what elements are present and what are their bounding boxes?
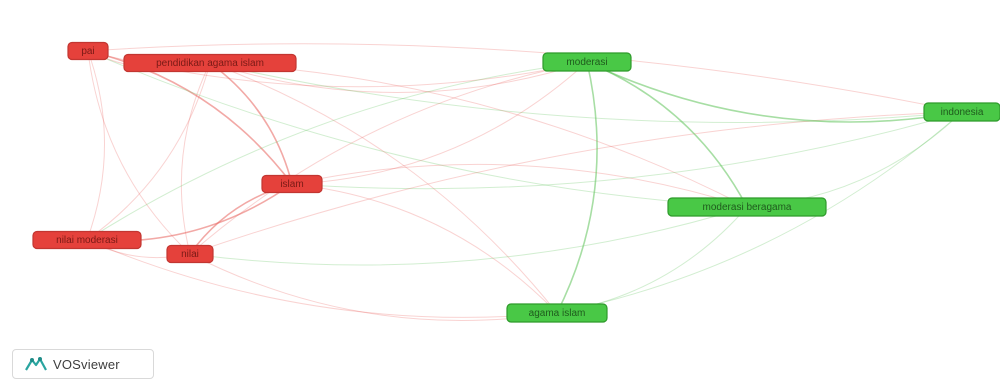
link-pendidikan-agama-islam-nilai-moderasi (86, 62, 211, 241)
link-nilai-moderasi-beragama (189, 206, 748, 266)
link-moderasi-agama-islam (556, 61, 598, 314)
link-nilai-moderasi-agama-islam (86, 239, 558, 318)
node-label: moderasi (566, 57, 607, 68)
link-agama-islam-indonesia (556, 111, 963, 314)
link-moderasi-indonesia (586, 61, 963, 123)
node-label: indonesia (941, 107, 984, 118)
node-box[interactable] (32, 230, 142, 250)
link-pai-islam (87, 50, 293, 185)
link-pai-indonesia (87, 43, 963, 113)
link-pai-nilai (87, 50, 191, 255)
node-box[interactable] (506, 303, 608, 323)
link-islam-agama-islam (291, 183, 558, 314)
node-label: moderasi beragama (703, 202, 792, 213)
node-indonesia[interactable]: indonesia (923, 102, 1000, 122)
node-moderasi-beragama[interactable]: moderasi beragama (667, 197, 827, 217)
node-nilai[interactable]: nilai (166, 244, 214, 264)
node-label: pendidikan agama islam (156, 58, 264, 69)
node-pai[interactable]: pai (67, 41, 109, 61)
node-box[interactable] (923, 102, 1000, 122)
node-islam[interactable]: islam (261, 174, 323, 194)
node-layer: pai pendidikan agama islam islam nilai mode… (32, 41, 1000, 323)
node-nilai-moderasi[interactable]: nilai moderasi (32, 230, 142, 250)
node-label: nilai (181, 249, 199, 260)
node-label: pai (81, 46, 94, 57)
link-layer (86, 43, 963, 321)
node-label: islam (280, 179, 303, 190)
vosviewer-logo: VOSviewer (12, 349, 154, 379)
link-pendidikan-agama-islam-agama-islam (209, 62, 558, 314)
link-nilai-agama-islam (189, 253, 558, 321)
link-pendidikan-agama-islam-moderasi (209, 61, 588, 93)
link-nilai-moderasi-moderasi (86, 61, 588, 241)
node-box[interactable] (261, 174, 323, 194)
node-label: nilai moderasi (56, 235, 118, 246)
node-box[interactable] (166, 244, 214, 264)
link-islam-moderasi-beragama (291, 163, 748, 208)
node-box[interactable] (542, 52, 632, 72)
link-pendidikan-agama-islam-nilai (180, 62, 211, 255)
link-pendidikan-agama-islam-indonesia (209, 62, 963, 123)
node-box[interactable] (123, 53, 297, 73)
link-moderasi-beragama-agama-islam (556, 206, 748, 314)
link-nilai-moderasi (189, 61, 588, 255)
node-pendidikan-agama-islam[interactable]: pendidikan agama islam (123, 53, 297, 73)
node-label: agama islam (529, 308, 586, 319)
link-nilai-indonesia (189, 111, 963, 255)
node-box[interactable] (67, 41, 109, 61)
link-pai-nilai-moderasi (86, 50, 105, 241)
link-pai-moderasi-beragama (87, 50, 748, 208)
logo-label: VOSviewer (53, 356, 120, 372)
vosviewer-logo-icon (25, 357, 47, 371)
link-islam-indonesia (291, 111, 963, 190)
node-moderasi[interactable]: moderasi (542, 52, 632, 72)
link-islam-moderasi (291, 61, 588, 185)
node-box[interactable] (667, 197, 827, 217)
node-agama-islam[interactable]: agama islam (506, 303, 608, 323)
link-pendidikan-agama-islam-islam (209, 62, 293, 185)
